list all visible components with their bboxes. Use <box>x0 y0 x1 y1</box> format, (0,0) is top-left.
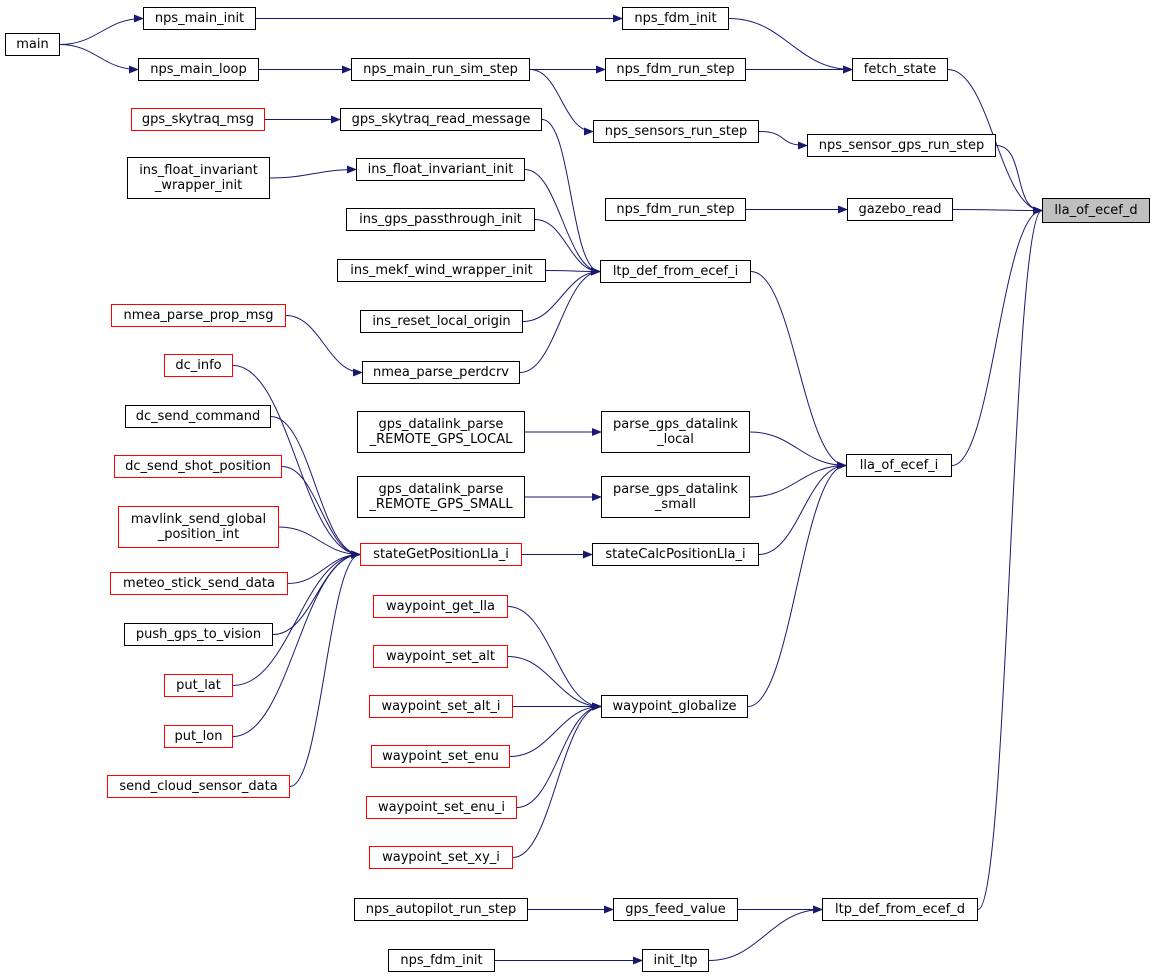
edge-dc-info-to-stategetpositionlla-i <box>232 365 361 559</box>
node-ins-mekf-wind-wrapper-init[interactable]: ins_mekf_wind_wrapper_init <box>337 259 546 282</box>
node-waypoint-set-xy-i[interactable]: waypoint_set_xy_i <box>369 846 513 869</box>
node-lla-of-ecef-d: lla_of_ecef_d <box>1042 198 1150 223</box>
node-gps-datalink-parse-remote-gps-local[interactable]: gps_datalink_parse _REMOTE_GPS_LOCAL <box>357 411 525 453</box>
edge-nps-sensor-gps-run-step-to-lla-of-ecef-d <box>995 145 1043 215</box>
node-lla-of-ecef-i[interactable]: lla_of_ecef_i <box>846 454 952 477</box>
node-nps-main-loop[interactable]: nps_main_loop <box>138 58 259 81</box>
edge-waypoint-set-alt-to-waypoint-globalize <box>507 656 602 711</box>
node-nps-sensors-run-step[interactable]: nps_sensors_run_step <box>593 120 759 143</box>
edge-ins-mekf-wind-wrapper-init-to-ltp-def-from-ecef-i <box>545 267 601 276</box>
node-dc-send-shot-position[interactable]: dc_send_shot_position <box>114 455 282 478</box>
node-push-gps-to-vision[interactable]: push_gps_to_vision <box>124 623 273 646</box>
node-nmea-parse-perdcrv[interactable]: nmea_parse_perdcrv <box>362 361 520 384</box>
node-gps-skytraq-msg[interactable]: gps_skytraq_msg <box>131 108 265 131</box>
node-put-lon[interactable]: put_lon <box>164 725 233 748</box>
edge-put-lat-to-stategetpositionlla-i <box>232 550 361 686</box>
node-nps-main-run-sim-step[interactable]: nps_main_run_sim_step <box>351 58 530 81</box>
edge-put-lon-to-stategetpositionlla-i <box>232 550 361 737</box>
edge-nps-fdm-init-a-to-fetch-state <box>728 18 853 74</box>
node-mavlink-send-global-position-int[interactable]: mavlink_send_global _position_int <box>118 506 279 548</box>
node-waypoint-globalize[interactable]: waypoint_globalize <box>601 695 748 718</box>
edge-ins-float-invariant-init-to-ltp-def-from-ecef-i <box>524 169 601 276</box>
node-waypoint-get-lla[interactable]: waypoint_get_lla <box>373 595 508 618</box>
edge-waypoint-set-enu-to-waypoint-globalize <box>509 702 602 757</box>
edge-parse-gps-datalink-small-to-lla-of-ecef-i <box>749 461 847 498</box>
edge-nps-sensors-run-step-to-nps-sensor-gps-run-step <box>758 131 808 150</box>
edge-ins-reset-local-origin-to-ltp-def-from-ecef-i <box>522 267 601 322</box>
node-gazebo-read[interactable]: gazebo_read <box>847 198 953 221</box>
node-init-ltp[interactable]: init_ltp <box>642 949 709 972</box>
node-ltp-def-from-ecef-i[interactable]: ltp_def_from_ecef_i <box>600 260 751 283</box>
node-ins-float-invariant-init[interactable]: ins_float_invariant_init <box>356 158 525 181</box>
edge-ltp-def-from-ecef-i-to-lla-of-ecef-i <box>750 271 847 470</box>
node-main[interactable]: main <box>5 33 60 56</box>
node-put-lat[interactable]: put_lat <box>164 674 233 697</box>
node-waypoint-set-alt-i[interactable]: waypoint_set_alt_i <box>369 695 513 718</box>
edge-main-to-nps-main-loop <box>59 44 139 74</box>
node-send-cloud-sensor-data[interactable]: send_cloud_sensor_data <box>107 775 290 798</box>
edge-lla-of-ecef-i-to-lla-of-ecef-d <box>951 206 1043 466</box>
edge-ltp-def-from-ecef-d-to-lla-of-ecef-d <box>977 206 1043 910</box>
node-fetch-state[interactable]: fetch_state <box>852 58 948 81</box>
node-statecalcpositionlla-i[interactable]: stateCalcPositionLla_i <box>592 543 759 566</box>
node-ltp-def-from-ecef-d[interactable]: ltp_def_from_ecef_d <box>822 898 978 921</box>
edge-waypoint-get-lla-to-waypoint-globalize <box>507 606 602 711</box>
edge-ins-float-invariant-wrapper-init-to-ins-float-invariant-init <box>269 165 357 179</box>
node-gps-feed-value[interactable]: gps_feed_value <box>613 898 738 921</box>
node-parse-gps-datalink-small[interactable]: parse_gps_datalink _small <box>601 476 750 518</box>
node-stategetpositionlla-i[interactable]: stateGetPositionLla_i <box>360 543 522 566</box>
edge-gazebo-read-to-lla-of-ecef-d <box>952 206 1043 215</box>
node-dc-info[interactable]: dc_info <box>164 354 233 377</box>
node-nps-fdm-init-a[interactable]: nps_fdm_init <box>622 7 729 30</box>
node-nmea-parse-prop-msg[interactable]: nmea_parse_prop_msg <box>111 304 286 327</box>
edge-send-cloud-sensor-data-to-stategetpositionlla-i <box>289 550 361 787</box>
edge-meteo-stick-send-data-to-stategetpositionlla-i <box>287 550 361 584</box>
edge-nps-main-run-sim-step-to-nps-sensors-run-step <box>529 69 594 136</box>
node-nps-main-init[interactable]: nps_main_init <box>143 7 256 30</box>
node-nps-fdm-run-step-a[interactable]: nps_fdm_run_step <box>605 58 746 81</box>
edge-init-ltp-to-ltp-def-from-ecef-d <box>708 905 823 961</box>
edge-waypoint-globalize-to-lla-of-ecef-i <box>747 461 847 707</box>
node-dc-send-command[interactable]: dc_send_command <box>125 405 271 428</box>
node-meteo-stick-send-data[interactable]: meteo_stick_send_data <box>110 572 288 595</box>
node-gps-datalink-parse-remote-gps-small[interactable]: gps_datalink_parse _REMOTE_GPS_SMALL <box>357 476 525 518</box>
node-waypoint-set-alt[interactable]: waypoint_set_alt <box>373 645 508 668</box>
edge-waypoint-set-xy-i-to-waypoint-globalize <box>512 702 602 858</box>
node-nps-sensor-gps-run-step[interactable]: nps_sensor_gps_run_step <box>807 134 996 157</box>
node-waypoint-set-enu[interactable]: waypoint_set_enu <box>371 745 510 768</box>
edge-parse-gps-datalink-local-to-lla-of-ecef-i <box>749 431 847 470</box>
node-gps-skytraq-read-message[interactable]: gps_skytraq_read_message <box>340 108 542 131</box>
node-nps-fdm-run-step-b[interactable]: nps_fdm_run_step <box>605 198 746 221</box>
node-nps-fdm-init-b[interactable]: nps_fdm_init <box>388 949 495 972</box>
node-nps-autopilot-run-step[interactable]: nps_autopilot_run_step <box>354 898 528 921</box>
node-parse-gps-datalink-local[interactable]: parse_gps_datalink _local <box>601 411 750 453</box>
node-ins-reset-local-origin[interactable]: ins_reset_local_origin <box>360 310 523 333</box>
node-ins-float-invariant-wrapper-init[interactable]: ins_float_invariant _wrapper_init <box>127 157 270 199</box>
edge-gps-skytraq-read-message-to-ltp-def-from-ecef-i <box>541 119 601 276</box>
edge-nmea-parse-prop-msg-to-nmea-parse-perdcrv <box>285 315 363 377</box>
edge-dc-send-command-to-stategetpositionlla-i <box>270 416 361 559</box>
edge-dc-send-shot-position-to-stategetpositionlla-i <box>281 466 361 559</box>
edge-statecalcpositionlla-i-to-lla-of-ecef-i <box>758 461 847 555</box>
node-waypoint-set-enu-i[interactable]: waypoint_set_enu_i <box>366 796 517 819</box>
edge-main-to-nps-main-init <box>59 14 144 45</box>
edge-mavlink-send-global-position-int-to-stategetpositionlla-i <box>278 526 361 559</box>
node-ins-gps-passthrough-init[interactable]: ins_gps_passthrough_init <box>346 208 535 231</box>
edge-nmea-parse-perdcrv-to-ltp-def-from-ecef-i <box>519 267 601 373</box>
edge-waypoint-set-enu-i-to-waypoint-globalize <box>516 702 602 808</box>
